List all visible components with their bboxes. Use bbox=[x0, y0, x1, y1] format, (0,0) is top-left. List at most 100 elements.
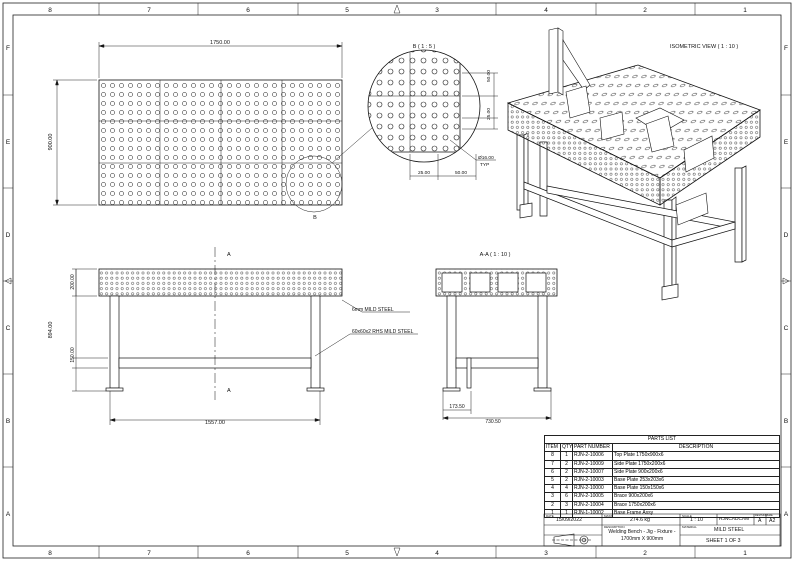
section-view: A-A ( 1 : 10 ) 173.50 730.50 bbox=[435, 252, 558, 425]
section-dim-b: 730.50 bbox=[485, 419, 501, 425]
cell-item: 4 bbox=[544, 484, 561, 494]
zone-row-label: C bbox=[6, 325, 11, 332]
scale-value: 1 : 10 bbox=[690, 517, 703, 523]
scale-label: SCALE bbox=[682, 514, 692, 518]
description-label: DESCRIPTION bbox=[604, 525, 625, 529]
detail-view: B ( 1 : 5 ) 50.00 25.00 25.00 50.00 Ø16.… bbox=[367, 44, 498, 180]
section-marker-top: A bbox=[227, 252, 231, 258]
cell-part-number: RJN-2-10007 bbox=[572, 467, 613, 477]
front-width-dim: 1557.00 bbox=[205, 420, 225, 426]
cell-item: 8 bbox=[544, 451, 561, 461]
cell-item: 3 bbox=[544, 492, 561, 502]
front-low-dim: 150.00 bbox=[70, 347, 76, 363]
date-label: DATE bbox=[546, 514, 554, 518]
revision-label: REVISION bbox=[755, 514, 768, 517]
zone-col-label: 7 bbox=[147, 7, 151, 14]
zone-row-label: A bbox=[6, 511, 11, 518]
top-view: 1750.00 900.00 B bbox=[48, 40, 373, 221]
zone-col-label: 7 bbox=[147, 550, 151, 557]
sheet-number: SHEET 1 OF 3 bbox=[706, 538, 741, 544]
mass-label: MASS bbox=[604, 514, 613, 518]
front-view: A A 200.00 894.00 150.00 1557.00 6mm MIL… bbox=[48, 247, 418, 426]
cell-item: 7 bbox=[544, 459, 561, 469]
front-side-plate bbox=[98, 268, 343, 297]
detail-boundary bbox=[367, 49, 481, 163]
top-plate bbox=[98, 79, 343, 206]
zone-col-label: 2 bbox=[643, 7, 647, 14]
top-width-dim: 1750.00 bbox=[210, 40, 230, 46]
detail-dim: 50.00 bbox=[486, 70, 492, 82]
zone-row-label: C bbox=[784, 325, 789, 332]
front-label-rhs: 60x60x2 RHS MILD STEEL bbox=[352, 329, 414, 335]
size-label: SIZE bbox=[767, 514, 773, 517]
zone-col-label: 1 bbox=[743, 7, 747, 14]
column-header: ITEM bbox=[544, 443, 561, 453]
cell-description: Brace 900x200x6 bbox=[612, 492, 780, 502]
size-value: A2 bbox=[769, 518, 776, 524]
zone-col-label: 6 bbox=[246, 7, 250, 14]
top-height-dim: 900.00 bbox=[48, 134, 54, 151]
zone-col-label: 6 bbox=[246, 550, 250, 557]
cell-description: Side Plate 900x200x6 bbox=[612, 467, 780, 477]
parts-list-title: PARTS LIST bbox=[544, 434, 780, 445]
front-height-dim: 894.00 bbox=[48, 322, 54, 339]
column-header: PART NUMBER bbox=[572, 443, 613, 453]
detail-dim: 25.00 bbox=[418, 170, 430, 176]
front-label-plate: 6mm MILD STEEL bbox=[352, 307, 394, 313]
column-header: DESCRIPTION bbox=[612, 443, 780, 453]
zone-row-label: B bbox=[6, 418, 10, 425]
zone-col-label: 5 bbox=[345, 550, 349, 557]
zone-col-label: 4 bbox=[435, 550, 439, 557]
cell-description: Base Plate 253x203x6 bbox=[612, 475, 780, 486]
isometric-view: ISOMETRIC VIEW ( 1 : 10 ) bbox=[506, 27, 761, 301]
cell-qty: 6 bbox=[560, 492, 573, 502]
zone-row-label: B bbox=[784, 418, 788, 425]
material-value: MILD STEEL bbox=[714, 527, 745, 533]
cell-description: Side Plate 1750x200x6 bbox=[612, 459, 780, 469]
cell-part-number: RJN-2-10006 bbox=[572, 451, 613, 461]
zone-row-label: A bbox=[784, 511, 789, 518]
mass-value: 274.6 kg bbox=[630, 517, 650, 523]
cell-qty: 4 bbox=[560, 484, 573, 494]
zone-row-label: E bbox=[6, 139, 11, 146]
cell-part-number: RJN-2-10004 bbox=[572, 500, 613, 510]
front-top-dim: 200.00 bbox=[70, 274, 76, 290]
zone-ticks bbox=[3, 3, 791, 558]
cell-part-number: RJN-2-10009 bbox=[572, 459, 613, 469]
cell-description: Brace 1750x200x6 bbox=[612, 500, 780, 510]
cell-item: 5 bbox=[544, 475, 561, 486]
zone-col-label: 2 bbox=[643, 550, 647, 557]
cell-description: Base Plate 150x150x6 bbox=[612, 484, 780, 494]
detail-hole-note: TYP bbox=[480, 162, 489, 168]
zone-col-label: 5 bbox=[345, 7, 349, 14]
column-header: QTY bbox=[560, 443, 573, 453]
cell-item: 2 bbox=[544, 500, 561, 510]
cell-qty: 3 bbox=[560, 500, 573, 510]
material-label: MATERIAL bbox=[682, 525, 697, 529]
zone-col-label: 4 bbox=[544, 7, 548, 14]
section-title: A-A ( 1 : 10 ) bbox=[480, 252, 511, 258]
zone-row-label: F bbox=[784, 45, 788, 52]
projection-symbol-icon bbox=[552, 533, 592, 547]
zone-col-label: 8 bbox=[48, 7, 52, 14]
date-value: 15/09/2022 bbox=[556, 517, 582, 523]
detail-hole-dim: Ø16.00 bbox=[478, 155, 494, 161]
detail-dim: 25.00 bbox=[486, 108, 492, 120]
cell-part-number: RJN-2-10000 bbox=[572, 484, 613, 494]
cell-qty: 2 bbox=[560, 467, 573, 477]
zone-col-label: 8 bbox=[48, 550, 52, 557]
detail-title: B ( 1 : 5 ) bbox=[413, 44, 436, 50]
detail-circle bbox=[285, 155, 343, 213]
detail-dim: 50.00 bbox=[455, 170, 467, 176]
parts-list-table: PARTS LIST ITEM QTY PART NUMBER DESCRIPT… bbox=[544, 434, 780, 518]
